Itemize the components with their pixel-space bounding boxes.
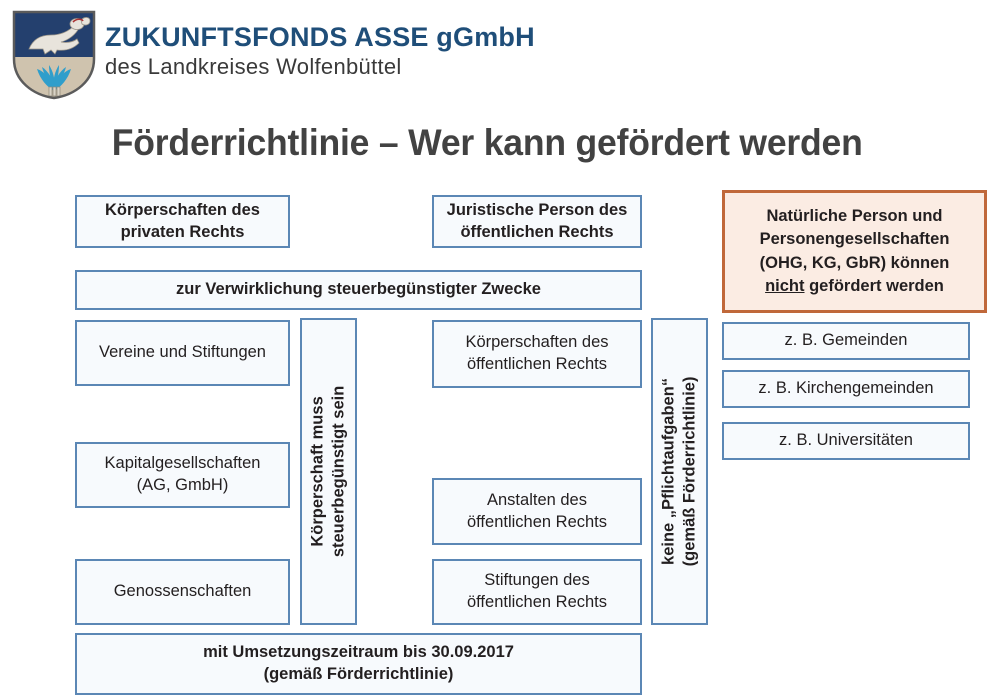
org-name: ZUKUNFTSFONDS ASSE gGmbH [105, 22, 535, 52]
heading-koerperschaften-privaten-rechts: Körperschaften des privaten Rechts [75, 195, 290, 248]
item-koerperschaften-oeff-line2: öffentlichen Rechts [466, 355, 608, 373]
item-kapital-line2: (AG, GmbH) [136, 476, 229, 494]
coat-of-arms-logo-icon [11, 9, 97, 101]
item-stiftungen-line1: Stiftungen des [484, 571, 590, 590]
item-koerperschaften-oeffentlichen-rechts: Körperschaften des öffentlichen Rechts [432, 320, 642, 388]
heading-private-line1: Körperschaften des [105, 200, 260, 219]
item-genossenschaften: Genossenschaften [75, 559, 290, 625]
condition-koerperschaft-steuerbeguenstigt: Körperschaft muss steuerbegünstigt sein [300, 318, 357, 625]
heading-private-line2: privaten Rechts [120, 222, 245, 241]
example-universitaeten-label: z. B. Universitäten [779, 431, 913, 450]
footer-line1: mit Umsetzungszeitraum bis 30.09.2017 [203, 643, 514, 662]
example-kirchengemeinden: z. B. Kirchengemeinden [722, 370, 970, 408]
exclusion-line2: Personengesellschaften [759, 230, 950, 249]
example-kirchengemeinden-label: z. B. Kirchengemeinden [758, 379, 934, 398]
exclusion-line3: (OHG, KG, GbR) können [759, 253, 950, 272]
example-universitaeten: z. B. Universitäten [722, 422, 970, 460]
condition-private-line2: steuerbegünstigt sein [329, 385, 348, 558]
page-title: Förderrichtlinie – Wer kann gefördert we… [111, 122, 863, 163]
heading-juristische-person-oeffentlichen-rechts: Juristische Person des öffentlichen Rech… [432, 195, 642, 248]
heading-public-line1: Juristische Person des [446, 200, 628, 219]
item-stiftungen-line2: öffentlichen Rechts [466, 593, 608, 611]
item-vereine-label: Vereine und Stiftungen [99, 343, 266, 362]
item-koerperschaften-oeff-line1: Körperschaften des [465, 333, 609, 352]
item-anstalten-oeffentlichen-rechts: Anstalten des öffentlichen Rechts [432, 478, 642, 545]
item-vereine-und-stiftungen: Vereine und Stiftungen [75, 320, 290, 386]
footer-umsetzungszeitraum-bar: mit Umsetzungszeitraum bis 30.09.2017 (g… [75, 633, 642, 695]
condition-private-line1: Körperschaft muss [308, 396, 327, 547]
exclusion-line1: Natürliche Person und [766, 206, 943, 225]
org-subtitle: des Landkreises Wolfenbüttel [105, 54, 402, 80]
condition-public-line2: (gemäß Förderrichtlinie) [680, 376, 699, 567]
item-stiftungen-oeffentlichen-rechts: Stiftungen des öffentlichen Rechts [432, 559, 642, 625]
brand-block: ZUKUNFTSFONDS ASSE gGmbH des Landkreises… [105, 22, 535, 81]
heading-public-line2: öffentlichen Rechts [460, 222, 614, 241]
item-anstalten-line1: Anstalten des [487, 490, 587, 509]
condition-public-line1: keine „Pflichtaufgaben“ [659, 377, 678, 566]
example-gemeinden: z. B. Gemeinden [722, 322, 970, 360]
purpose-steuerbeguenstigte-zwecke-bar: zur Verwirklichung steuerbegünstigter Zw… [75, 270, 642, 310]
item-kapital-line1: Kapitalgesellschaften [104, 454, 261, 473]
item-kapitalgesellschaften: Kapitalgesellschaften (AG, GmbH) [75, 442, 290, 508]
exclusion-line4-rest: gefördert werden [804, 276, 944, 295]
exclusion-natuerliche-person-box: Natürliche Person und Personengesellscha… [722, 190, 987, 313]
purpose-text: zur Verwirklichung steuerbegünstigter Zw… [176, 280, 541, 299]
item-genossenschaften-label: Genossenschaften [113, 582, 252, 601]
condition-keine-pflichtaufgaben: keine „Pflichtaufgaben“ (gemäß Förderric… [651, 318, 708, 625]
footer-line2: (gemäß Förderrichtlinie) [263, 665, 454, 683]
exclusion-emphasis-nicht: nicht [765, 276, 805, 295]
example-gemeinden-label: z. B. Gemeinden [784, 331, 908, 350]
item-anstalten-line2: öffentlichen Rechts [466, 512, 608, 531]
